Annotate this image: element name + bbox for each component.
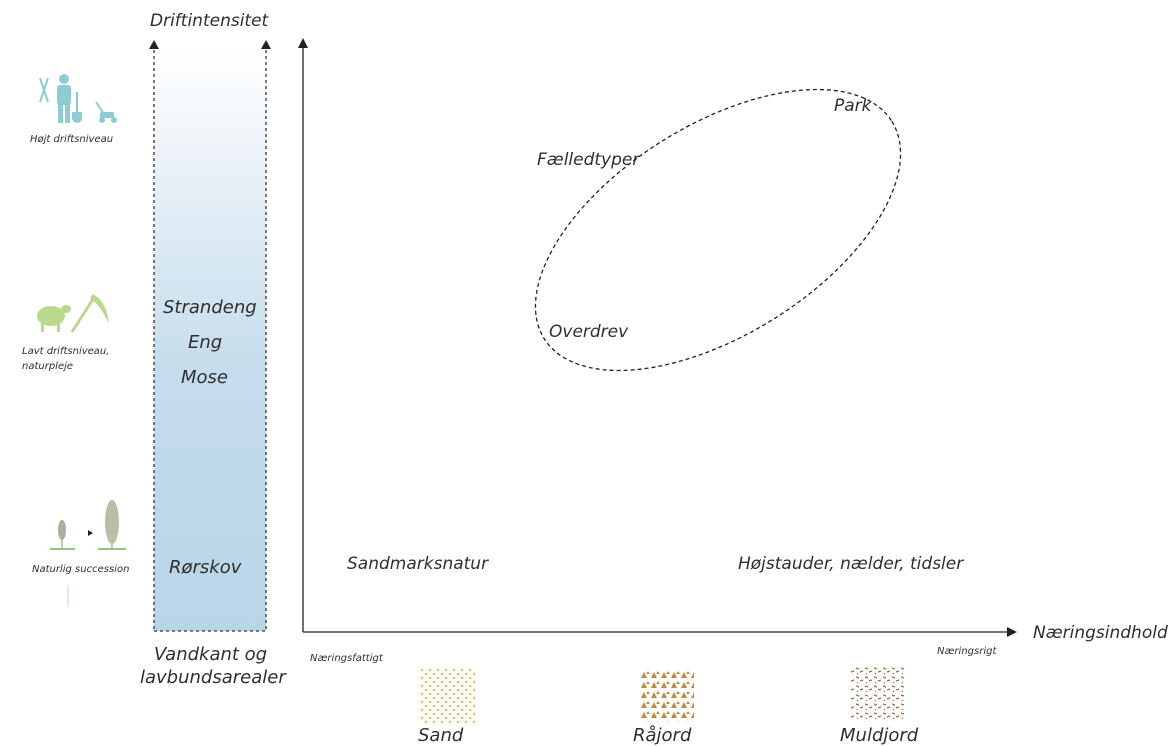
column-item-rorskov: Rørskov [169,557,242,578]
level-succession-label: Naturlig succession [32,564,130,575]
level-low-label-line1: Lavt driftsniveau, [22,346,110,357]
x-axis-title: Næringsindhold [1033,623,1168,643]
soil-muldjord-label: Muldjord [840,725,919,746]
column-footer-line2: lavbundsarealer [140,667,286,688]
level-high-label: Højt driftsniveau [30,134,114,145]
faelled-ellipse [534,88,902,372]
soil-rajord-label: Råjord [633,725,692,746]
label-park: Park [834,96,872,116]
sheep-scythe-icon [37,294,109,333]
muldjord-swatch [850,667,904,721]
column-item-mose: Mose [181,367,228,388]
succession-icon [50,500,126,607]
column-footer-line1: Vandkant og [154,644,268,665]
label-faelledtyper: Fælledtyper [537,150,640,170]
y-axis-arrowhead [298,38,308,48]
rajord-swatch [640,668,694,722]
soil-sand-label: Sand [418,725,464,746]
level-low-label-line2: naturpleje [22,361,74,372]
sand-swatch [421,669,475,723]
x-axis-arrowhead [1007,627,1017,637]
x-axis-high-label: Næringsrigt [937,646,997,657]
column-title: Driftintensitet [150,11,269,31]
label-overdrev: Overdrev [549,322,629,342]
intensity-column [154,50,266,631]
label-hojstauder: Højstauder, nælder, tidsler [738,554,964,574]
column-left-arrowhead [149,40,159,49]
column-item-strandeng: Strandeng [163,297,257,318]
column-right-arrowhead [261,40,271,49]
label-sandmarksnatur: Sandmarksnatur [347,554,489,574]
gardener-icon [39,74,117,123]
x-axis-low-label: Næringsfattigt [310,653,383,664]
column-item-eng: Eng [188,332,223,353]
